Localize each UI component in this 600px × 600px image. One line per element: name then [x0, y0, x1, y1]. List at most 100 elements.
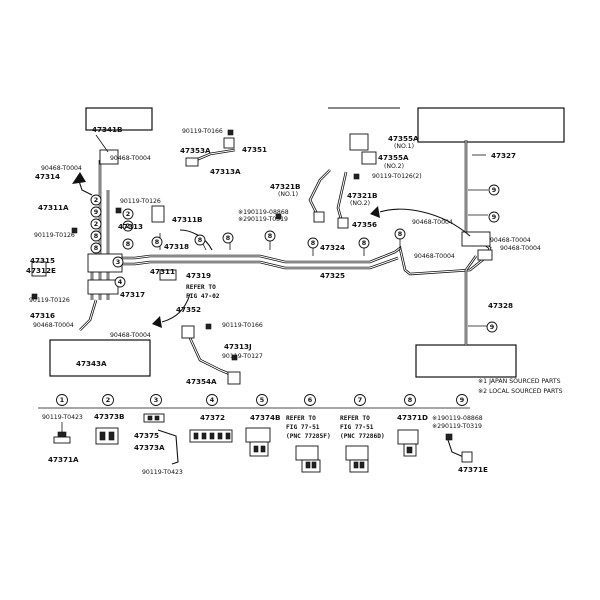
svg-text:8: 8 [155, 238, 160, 246]
svg-text:3: 3 [154, 396, 158, 404]
svg-text:8: 8 [94, 232, 99, 240]
label-47355A-2: 47355A [378, 153, 409, 162]
label-47341B: 47341B [92, 125, 122, 134]
label-47319: 47319 [186, 271, 211, 280]
direction-arrows [72, 172, 471, 328]
panel-1: 1 90119-T0423 47371A [42, 394, 83, 464]
junction-fitting-right [477, 249, 493, 261]
label-90119-T0126-d: 90119-T0126(2) [372, 173, 422, 180]
panel-box-top-left [85, 107, 153, 131]
label-47313: 47313 [118, 222, 143, 231]
label-47328: 47328 [488, 301, 513, 310]
panel-4-part: 47372 [200, 413, 225, 422]
label-refer-to: REFER TO [186, 284, 216, 291]
svg-text:2: 2 [126, 222, 130, 230]
label-47352: 47352 [176, 305, 201, 314]
junction-block-right [461, 231, 491, 247]
label-47311B: 47311B [172, 215, 202, 224]
label-47321B-1: 47321B [270, 182, 300, 191]
label-90119-T0127: 90119-T0127 [222, 353, 263, 360]
label-47325: 47325 [320, 271, 345, 280]
flex-hose-right [308, 133, 377, 229]
label-47354A: 47354A [186, 377, 217, 386]
legend-japan: ※1 JAPAN SOURCED PARTS [478, 378, 561, 385]
label-47324: 47324 [320, 243, 345, 252]
label-47314: 47314 [35, 172, 60, 181]
svg-text:2: 2 [126, 210, 130, 218]
label-90468-T0004-a: 90468-T0004 [41, 165, 82, 172]
label-90468-T0004-f: 90468-T0004 [414, 253, 455, 260]
label-no1: (NO.1) [394, 143, 414, 150]
label-47317: 47317 [120, 290, 145, 299]
panel-1-part: 47371A [48, 455, 79, 464]
svg-text:9: 9 [94, 208, 99, 216]
label-47355A-1: 47355A [388, 134, 419, 143]
flex-hose-upper-left [185, 137, 236, 167]
label-47315: 47315 [30, 256, 55, 265]
svg-text:8: 8 [408, 396, 413, 404]
label-no1b: (NO.1) [278, 191, 298, 198]
label-90468-T0004-g: 90468-T0004 [33, 322, 74, 329]
svg-text:8: 8 [398, 230, 403, 238]
fitting-47312E [31, 261, 47, 277]
svg-text:1: 1 [60, 396, 64, 404]
panel-8: 8 47371D [397, 394, 428, 457]
panel-box-top-right [417, 107, 565, 143]
diagram-labels: 47341B 90119-T0166 90468-T0004 90468-T00… [26, 125, 563, 395]
svg-text:9: 9 [460, 396, 465, 404]
panel-7: 7 REFER TO FIG 77-51 (PNC 77286D) [340, 394, 385, 473]
panel-6-refer: REFER TO [286, 415, 316, 422]
left-pipe-cluster [79, 160, 123, 331]
panel-2-part: 47373B [94, 412, 124, 421]
svg-text:2: 2 [94, 196, 98, 204]
label-no2b: (NO.2) [350, 200, 370, 207]
panel-9-top2: ※290119-T0319 [432, 423, 482, 430]
fitting-47313 [151, 205, 165, 223]
label-90119-T0166-a: 90119-T0166 [182, 128, 223, 135]
label-47312E: 47312E [26, 266, 56, 275]
panel-1-top: 90119-T0423 [42, 414, 83, 421]
svg-text:7: 7 [358, 396, 362, 404]
panel-6-fig: FIG 77-51 [286, 424, 320, 431]
svg-text:8: 8 [198, 236, 203, 244]
label-47327: 47327 [491, 151, 516, 160]
panel-box-bottom-left [49, 339, 151, 377]
svg-text:4: 4 [210, 396, 215, 404]
label-47318: 47318 [164, 242, 189, 251]
callout-circles: 2 9 2 8 8 8 3 4 8 8 8 8 8 8 8 9 9 9 2 2 [90, 184, 500, 333]
label-90119-T0126-b: 90119-T0126 [34, 232, 75, 239]
panel-9-top: ※190119-08868 [432, 415, 483, 422]
svg-text:8: 8 [226, 234, 231, 242]
panel-6-pnc: (PNC 77285F) [286, 433, 331, 440]
legend-local: ※2 LOCAL SOURCED PARTS [478, 388, 563, 395]
svg-text:5: 5 [260, 396, 264, 404]
label-47321B-2: 47321B [347, 191, 377, 200]
svg-text:6: 6 [308, 396, 313, 404]
label-90119-T0166-b: 90119-T0166 [222, 322, 263, 329]
panel-5-part: 47374B [250, 413, 280, 422]
label-90468-T0004-c: 90468-T0004 [412, 219, 453, 226]
svg-text:8: 8 [311, 239, 316, 247]
label-47316: 47316 [30, 311, 55, 320]
svg-text:3: 3 [116, 258, 120, 266]
panel-9-part: 47371E [458, 465, 488, 474]
panel-8-part: 47371D [397, 413, 428, 422]
label-47356: 47356 [352, 220, 377, 229]
svg-text:8: 8 [126, 240, 131, 248]
svg-text:9: 9 [492, 186, 497, 194]
panel-3-part: 47375 [134, 431, 159, 440]
label-47343A: 47343A [76, 359, 107, 368]
panel-6: 6 REFER TO FIG 77-51 (PNC 77285F) [286, 394, 331, 473]
leader-lines [95, 134, 488, 327]
label-90468-T0004-b: 90468-T0004 [110, 155, 151, 162]
label-fig-47-02: FIG 47-02 [186, 293, 220, 300]
label-no2: (NO.2) [384, 163, 404, 170]
fitting-47314 [99, 149, 119, 165]
label-90468-T0004-d: 90468-T0004 [490, 237, 531, 244]
panel-7-fig: FIG 77-51 [340, 424, 374, 431]
bolt-markers [31, 129, 360, 361]
label-90468-T0004-h: 90468-T0004 [110, 332, 151, 339]
svg-text:2: 2 [106, 396, 110, 404]
label-47353A: 47353A [180, 146, 211, 155]
